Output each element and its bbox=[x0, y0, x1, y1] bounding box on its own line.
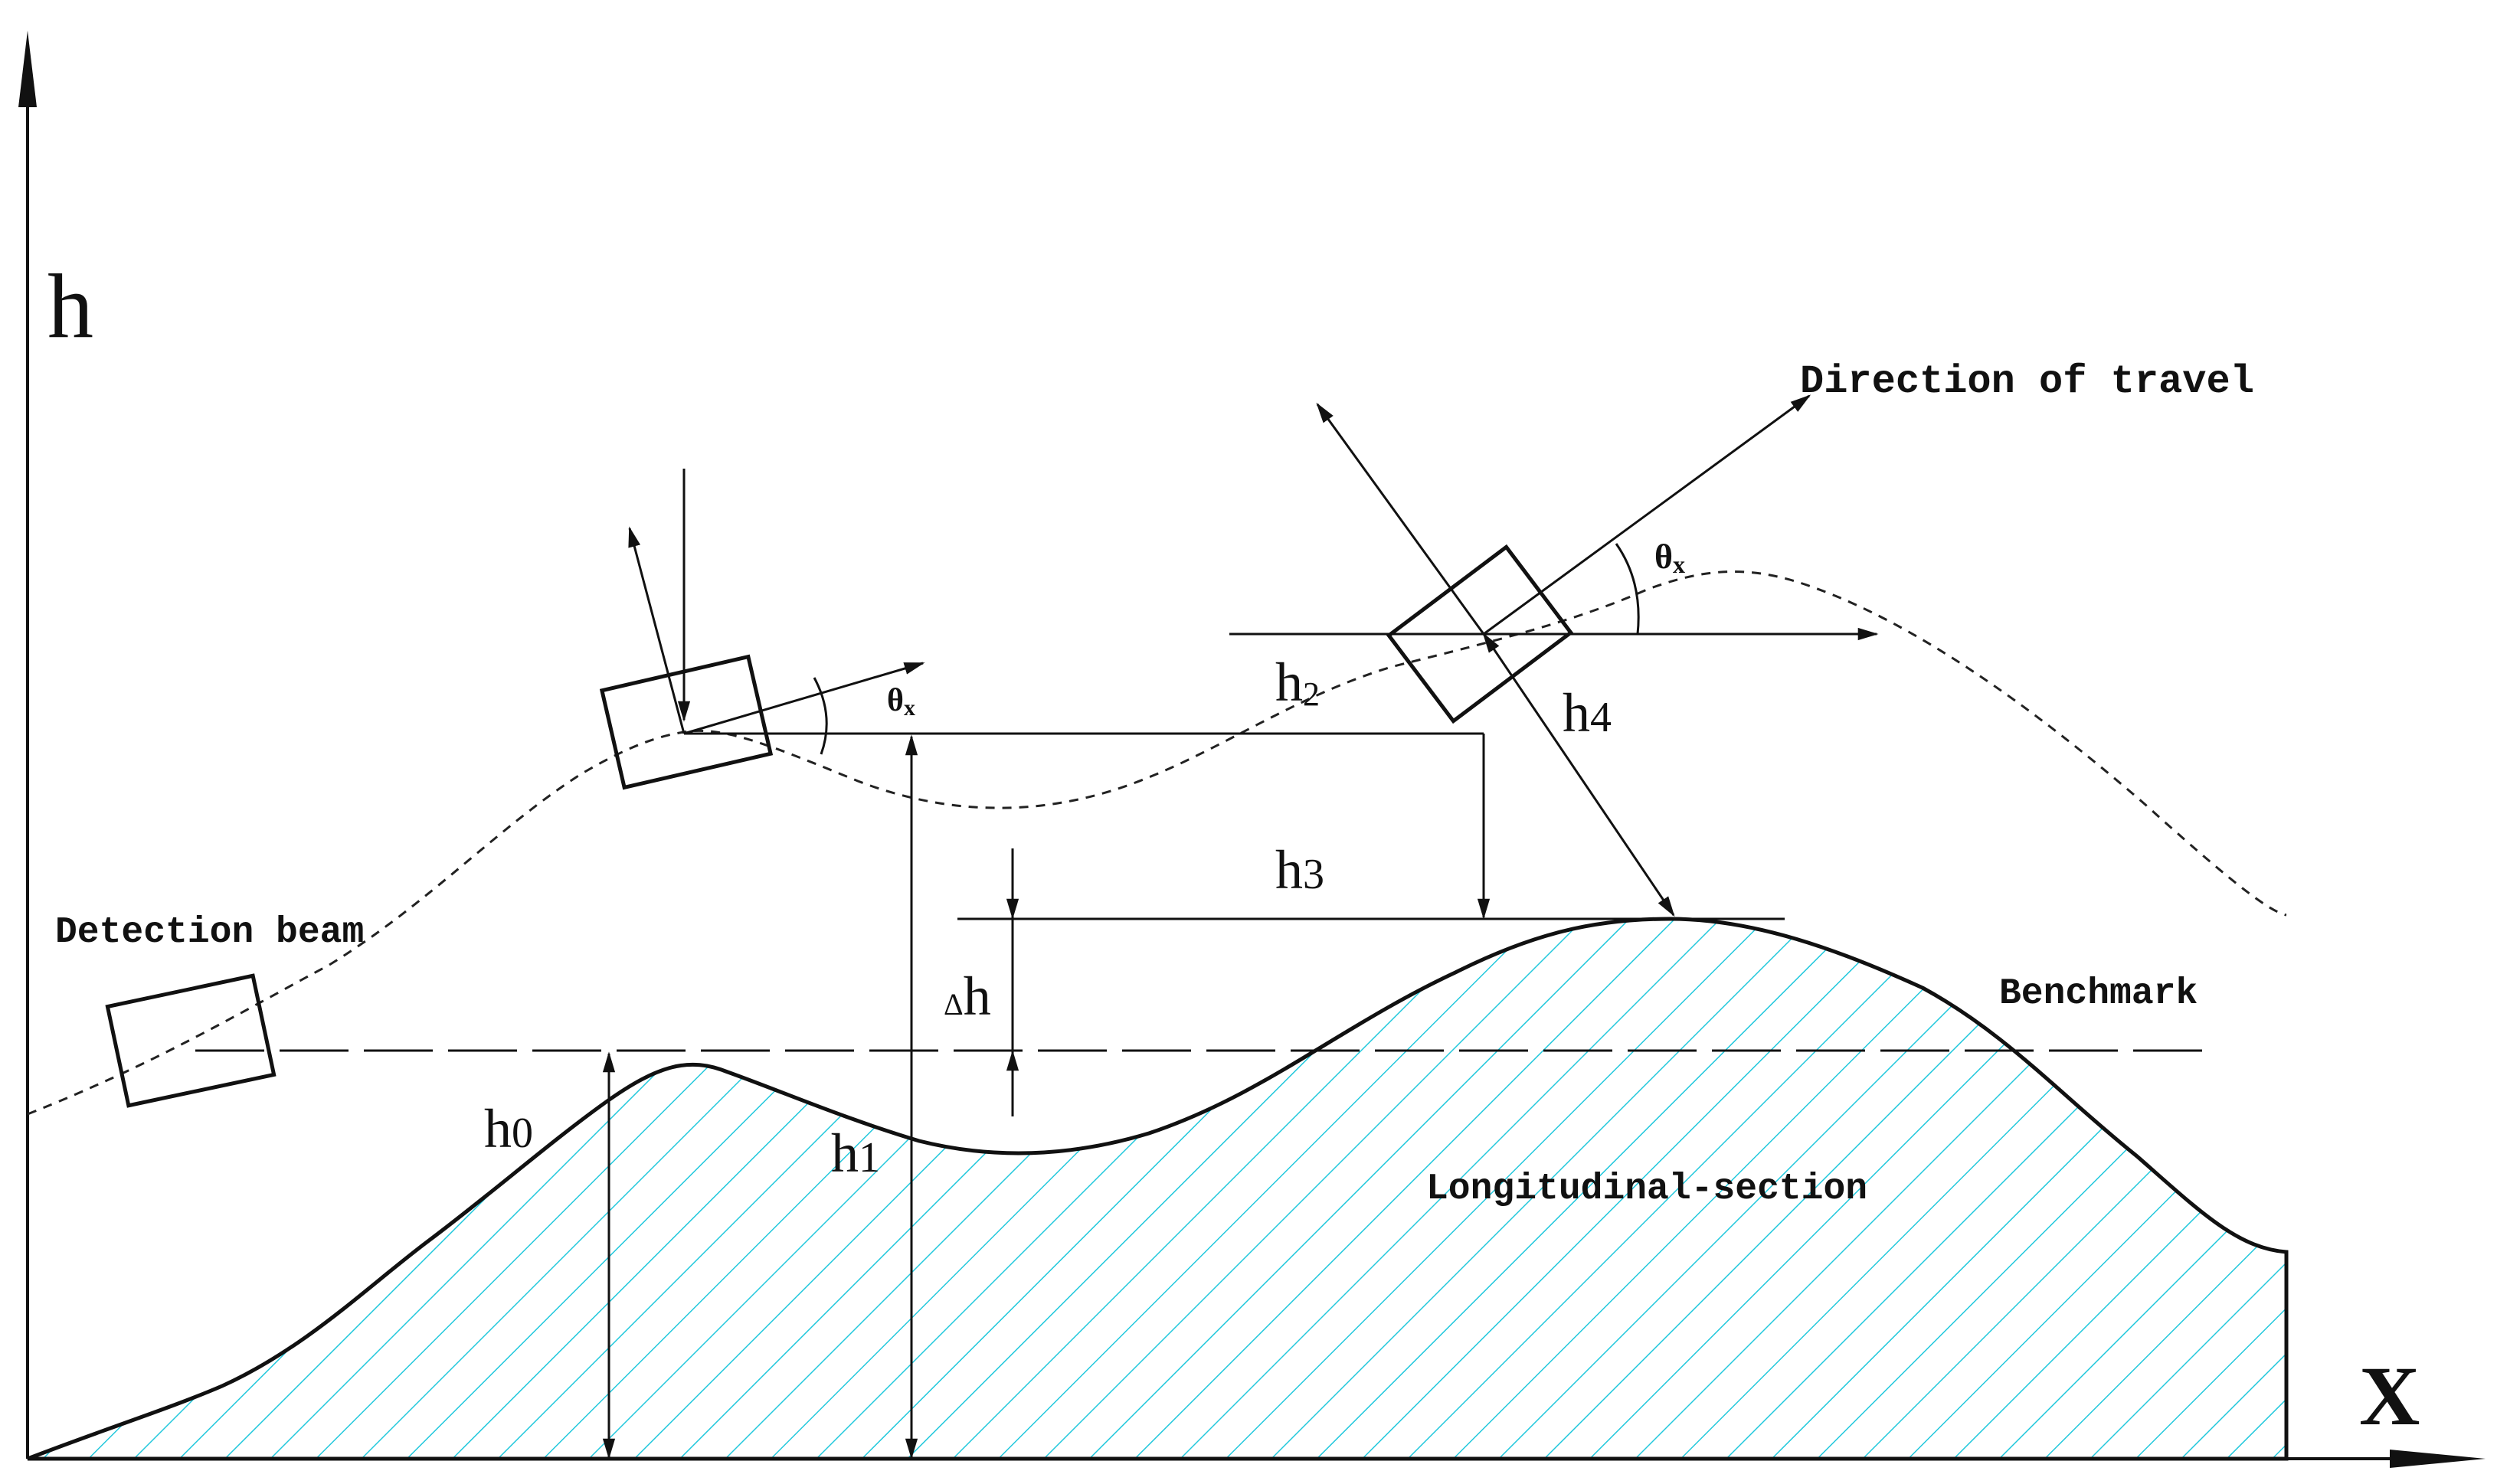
terrain-section bbox=[27, 917, 2289, 1461]
x-axis-arrow-icon bbox=[2390, 1450, 2486, 1468]
detection-beam-label: Detection beam bbox=[55, 912, 364, 953]
trajectory-dashed bbox=[27, 570, 2287, 1116]
detection-beam-box bbox=[105, 973, 277, 1108]
h4-label: h4 bbox=[1563, 682, 1612, 744]
sensor-2-normal-arrow bbox=[1316, 402, 1485, 635]
sensor-box-1 bbox=[599, 654, 774, 790]
longitudinal-section-label: Longitudinal-section bbox=[1426, 1169, 1867, 1210]
y-axis-label: h bbox=[47, 255, 93, 357]
sensor-1-normal-arrow bbox=[628, 526, 686, 734]
benchmark-label: Benchmark bbox=[1999, 973, 2198, 1015]
h2-label: h2 bbox=[1275, 652, 1320, 713]
theta-arc-right bbox=[1615, 543, 1640, 635]
theta-right-label: θx bbox=[1654, 537, 1685, 578]
theta-arc-left bbox=[813, 677, 828, 755]
y-axis-arrow-icon bbox=[18, 31, 37, 107]
direction-of-travel-arrow bbox=[1483, 394, 1811, 636]
sensor-1-travel-arrow bbox=[683, 662, 925, 735]
x-axis-label: X bbox=[2359, 1349, 2420, 1443]
direction-of-travel-label: Direction of travel bbox=[1800, 359, 2254, 404]
h4-arrow bbox=[1482, 632, 1675, 917]
h3-label: h3 bbox=[1275, 839, 1324, 901]
h0-label: h0 bbox=[484, 1098, 533, 1159]
delta-h-label: Δh bbox=[944, 966, 991, 1027]
theta-left-label: θx bbox=[887, 683, 915, 721]
h1-label: h1 bbox=[831, 1123, 880, 1184]
